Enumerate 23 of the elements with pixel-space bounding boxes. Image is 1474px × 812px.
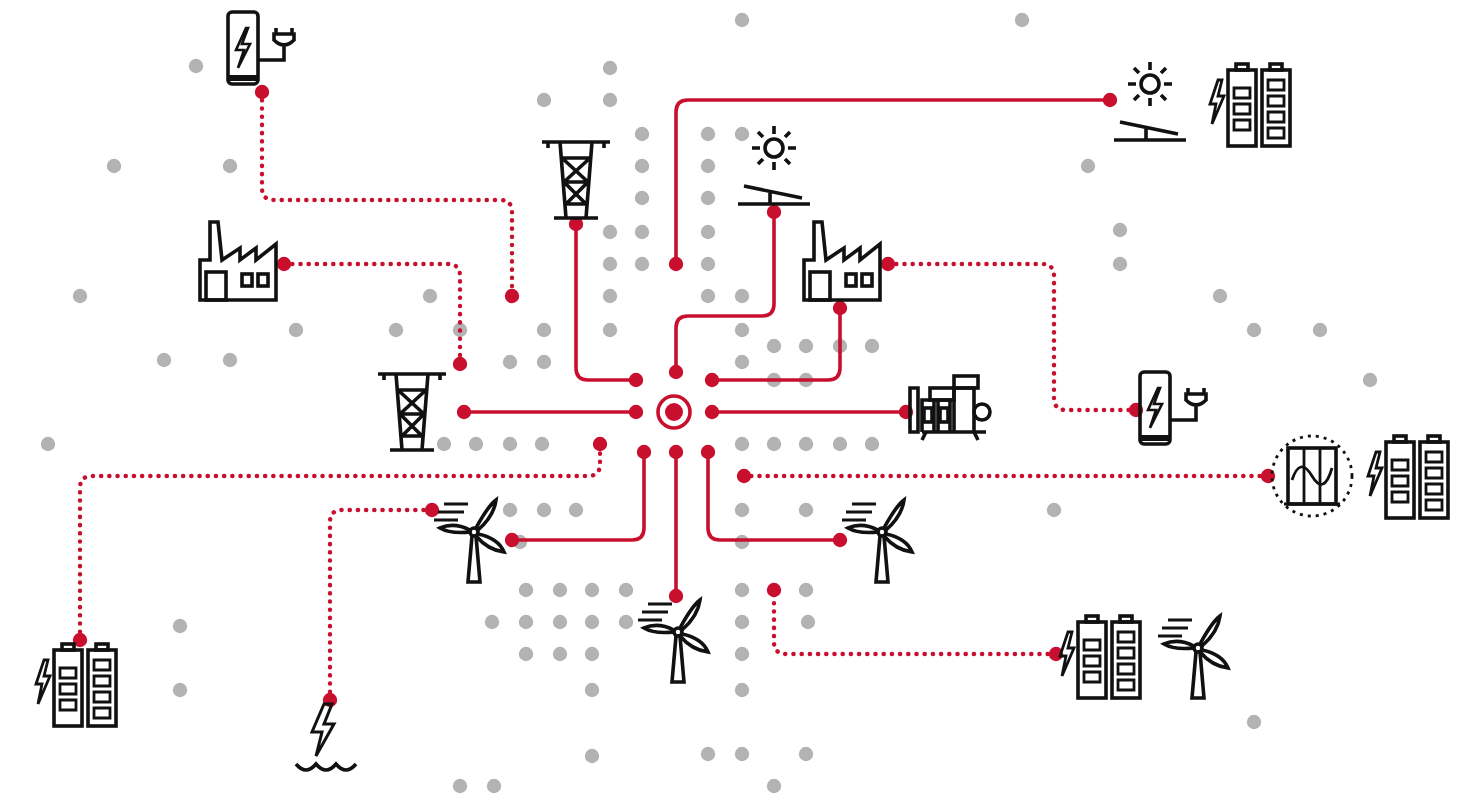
connector-line [456,404,644,420]
battery-icon [32,640,124,732]
dotted-connector [736,468,1276,484]
factory-icon [800,216,888,308]
solar-panel-icon [734,124,814,212]
connector-line [668,92,1118,272]
wind-turbine-icon [636,596,716,688]
dotted-connector [254,84,520,304]
connector-line [668,204,782,380]
connector-line [700,444,848,548]
dotted-connector [72,436,608,648]
dotted-connector [276,256,468,372]
connector-line [704,404,914,420]
connector-line [504,444,652,548]
dotted-connector [880,256,1144,418]
dotted-connector [766,582,1064,662]
wind-turbine-icon [432,496,512,588]
dotted-connector [322,502,440,708]
factory-icon [196,216,284,308]
connector-line [568,216,644,388]
connector-line [668,444,684,604]
wind-turbine-icon [840,496,920,588]
connector-line [704,300,848,388]
